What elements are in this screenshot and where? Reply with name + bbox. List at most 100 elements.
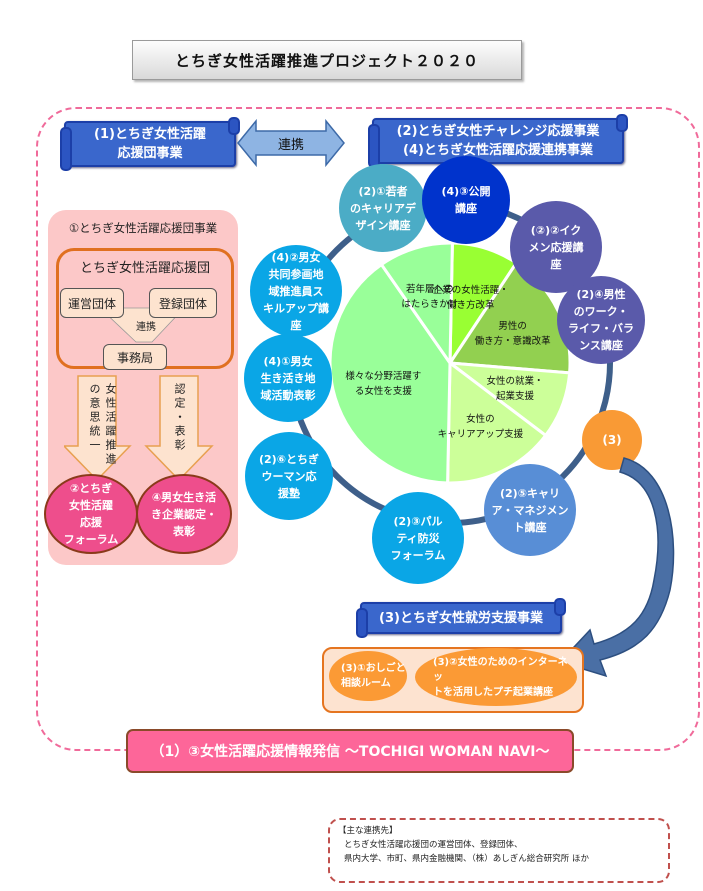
- link-double-arrow: [237, 118, 345, 168]
- ring-program-line: (3): [602, 432, 622, 447]
- outcome-line: 女性活躍: [69, 499, 113, 512]
- ring-program-line: ト講座: [513, 520, 547, 534]
- consultation-room[interactable]: (3)①おしごと 相談ルーム: [329, 651, 407, 701]
- pie-slice: [446, 360, 548, 485]
- ring-program-line: ライフ・バラ: [568, 322, 634, 335]
- tochigi-woman-navi-banner[interactable]: （1）③女性活躍応援情報発信 ～TOCHIGI WOMAN NAVI～: [126, 729, 574, 773]
- double-arrow-shape: [237, 118, 345, 168]
- outcome-forum[interactable]: ②とちぎ 女性活躍 応援 フォーラム: [44, 474, 138, 554]
- ring-program-line: 座: [290, 318, 302, 332]
- pie-label-line: 企業の女性活躍・: [432, 284, 509, 296]
- pie-slice-label: 様々な分野活躍する女性を支援: [333, 369, 433, 399]
- curved-arrow-shape: [560, 457, 675, 678]
- ring-program-line: (4)③公開: [441, 185, 491, 198]
- pie-label-line: 若年層への: [406, 284, 454, 296]
- outcome-line: ②とちぎ: [69, 482, 113, 495]
- partners-box: 【主な連携先】 とちぎ女性活躍応援団の運営団体、登録団体、 県内大学、市町、県内…: [328, 818, 670, 883]
- online-startup-course[interactable]: (3)②女性のためのインターネッ トを活用したプチ起業講座: [415, 648, 577, 706]
- ring-program-line: のワーク・: [573, 305, 629, 318]
- link-label: 連携: [277, 138, 304, 153]
- pie-label-line: る女性を支援: [354, 386, 412, 398]
- ring-program-line: ザイン講座: [355, 218, 411, 232]
- ring-program-line: 生き活き地: [260, 371, 316, 385]
- outcome-line: フォーラム: [63, 533, 119, 546]
- ring-program-line: ティ防災: [396, 531, 440, 545]
- ring-program-7[interactable]: (2)③パルティ防災フォーラム: [372, 492, 464, 584]
- curved-arrow: [560, 457, 675, 678]
- pie-slice-label: 女性のキャリアアップ支援: [430, 412, 530, 442]
- scroll-employment-project: (3)とちぎ女性就労支援事業: [356, 598, 566, 638]
- pie-label-line: はたらきかけ: [401, 299, 459, 311]
- pie-label-line: 男性の: [498, 320, 527, 332]
- ring-program-line: 座: [550, 257, 562, 271]
- scroll-challenge-project: (2)とちぎ女性チャレンジ応援事業 (4)とちぎ女性活躍応援連携事業: [368, 114, 628, 168]
- org-title: とちぎ女性活躍応援団: [79, 261, 210, 276]
- outcome-certification[interactable]: ④男女生き活 き企業認定・ 表彰: [136, 474, 232, 554]
- pie-slice-label: 男性の働き方・意識改革: [463, 319, 563, 349]
- ring-program-line: フォーラム: [390, 548, 446, 562]
- secretariat: 事務局: [103, 344, 167, 370]
- pie-label-line: 女性の: [466, 413, 495, 425]
- ring-program-9[interactable]: (4)①男女生き活き地域活動表彰: [244, 334, 332, 422]
- ring-program-2[interactable]: (4)③公開講座: [422, 156, 510, 244]
- member-operating-org: 運営団体: [60, 288, 124, 318]
- ring-program-line: キルアップ講: [263, 301, 329, 315]
- ring-program-line: 域推進員ス: [268, 284, 324, 298]
- ring-program-line: (2)①若者: [358, 184, 408, 198]
- ring-program-line: (4)①男女: [263, 354, 313, 368]
- pie-label-line: 起業支援: [495, 390, 534, 402]
- pie-slice: [379, 241, 454, 368]
- ring-program-line: (2)⑤キャリ: [499, 486, 561, 500]
- ring-program-line: (2)⑥とちぎ: [258, 452, 320, 466]
- outcome-line: 表彰: [173, 524, 195, 538]
- ring-program-line: ウーマン応: [261, 469, 317, 483]
- ring-program-line: (2)④男性: [576, 288, 626, 301]
- ring-program-8[interactable]: (2)⑥とちぎウーマン応援塾: [245, 432, 333, 520]
- page-title: とちぎ女性活躍推進プロジェクト２０２０: [132, 40, 522, 80]
- scroll-line: (4)とちぎ女性活躍応援連携事業: [403, 143, 593, 158]
- pie-label-line: キャリアアップ支援: [437, 428, 524, 440]
- scroll-line: (1)とちぎ女性活躍: [94, 127, 206, 142]
- ring-program-line: 講座: [455, 202, 477, 215]
- arrow-certification-label: 認定・表彰: [173, 383, 186, 453]
- ring-program-6[interactable]: (2)⑤キャリア・マネジメント講座: [484, 464, 576, 556]
- outcome-line: ④男女生き活: [151, 490, 217, 504]
- oval-line: トを活用したプチ起業講座: [433, 686, 553, 698]
- ring-program-line: ンス講座: [579, 339, 623, 352]
- ring-program-line: (2)③パル: [393, 514, 443, 528]
- pie-slice-label: 企業の女性活躍・働き方改革: [421, 283, 521, 313]
- down-arrows: [64, 375, 214, 482]
- ring-program-line: (4)②男女: [271, 250, 321, 264]
- oval-line: (3)②女性のためのインターネッ: [433, 656, 568, 683]
- oval-line: (3)①おしごと: [341, 663, 406, 674]
- pie-label-line: 働き方・意識改革: [474, 335, 551, 347]
- arrow-unity-label: 女性活躍推進の意思統一: [88, 383, 117, 467]
- partners-line: とちぎ女性活躍応援団の運営団体、登録団体、: [344, 840, 523, 850]
- ring-program-line: 域活動表彰: [260, 388, 316, 402]
- partners-line: 県内大学、市町、県内金融機関、（株）あしぎん総合研究所 ほか: [344, 854, 589, 864]
- scroll-support-group-project: (1)とちぎ女性活躍 応援団事業: [60, 117, 240, 171]
- pie-slice-label: 女性の就業・起業支援: [465, 374, 565, 404]
- ring-program-10[interactable]: (4)②男女共同参画地域推進員スキルアップ講座: [250, 245, 342, 337]
- partners-heading: 【主な連携先】: [338, 826, 398, 836]
- ring-program-line: (②)②イク: [530, 223, 582, 237]
- pie-slice-label: 若年層へのはたらきかけ: [380, 282, 480, 312]
- pie-label-line: 女性の就業・: [486, 375, 544, 387]
- arrow-unity: [64, 375, 132, 482]
- ring-program-4[interactable]: (2)④男性のワーク・ライフ・バランス講座: [557, 276, 645, 364]
- oval-line: 相談ルーム: [341, 678, 391, 689]
- ring-program-line: のキャリアデ: [350, 201, 416, 215]
- ring-program-line: 共同参画地: [268, 267, 324, 281]
- ring-program-line: ア・マネジメン: [491, 503, 569, 517]
- ring-program-1[interactable]: (2)①若者のキャリアデザイン講座: [339, 164, 427, 252]
- arrow-certification: [144, 375, 214, 482]
- member-registered-org: 登録団体: [149, 288, 217, 318]
- support-group-heading: ①とちぎ女性活躍応援団事業: [68, 221, 218, 235]
- ring-program-line: 援塾: [278, 486, 300, 500]
- outcome-line: 応援: [80, 516, 102, 529]
- outcome-line: き企業認定・: [151, 507, 217, 521]
- org-link-label: 連携: [136, 322, 156, 333]
- scroll-line: (2)とちぎ女性チャレンジ応援事業: [396, 124, 600, 139]
- scroll-line: 応援団事業: [117, 146, 183, 161]
- ring-program-line: メン応援講: [528, 240, 584, 254]
